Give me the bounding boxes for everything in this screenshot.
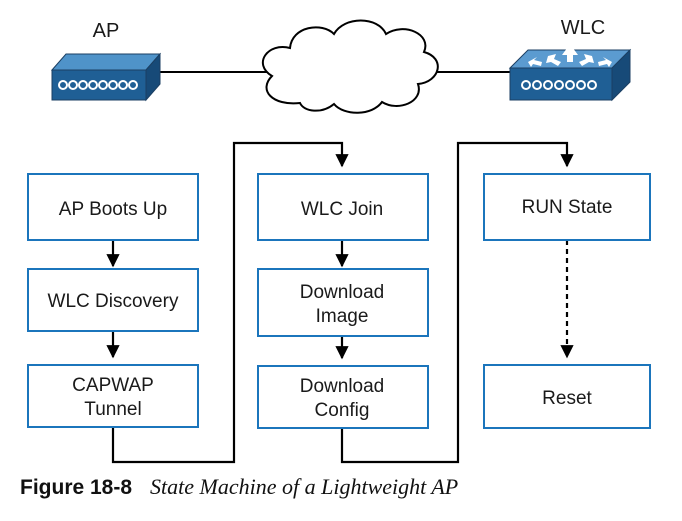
wlc-label: WLC — [561, 17, 605, 39]
state-box-download-image — [257, 268, 429, 337]
ap-label: AP — [93, 20, 120, 42]
access-point-icon — [50, 52, 162, 102]
state-box-wlc-join — [257, 173, 429, 241]
label-wlc-join: WLC Join — [301, 199, 383, 220]
label-download-image-line-2: Image — [316, 306, 369, 327]
label-run-state: RUN State — [522, 197, 613, 218]
figure-number: Figure 18-8 — [20, 476, 133, 499]
state-box-ap-boots-up — [27, 173, 199, 241]
label-reset: Reset — [542, 388, 592, 409]
label-wlc-discovery: WLC Discovery — [48, 291, 179, 312]
label-capwap-line-1: CAPWAP — [72, 375, 154, 396]
figure-title: State Machine of a Lightweight AP — [150, 474, 459, 499]
label-capwap-line-2: Tunnel — [84, 399, 141, 420]
arrow-capwap-to-join — [111, 141, 349, 464]
state-box-wlc-discovery — [27, 268, 199, 332]
state-box-download-config — [257, 365, 429, 429]
label-download-config-line-1: Download — [300, 376, 385, 397]
label-download-image-line-1: Download — [300, 282, 385, 303]
state-box-capwap-tunnel — [27, 364, 199, 428]
state-box-reset — [483, 364, 651, 429]
arrow-config-to-run — [340, 141, 574, 464]
state-box-run-state — [483, 173, 651, 241]
wireless-lan-controller-icon — [508, 44, 632, 102]
state-machine-diagram: AP WLC — [27, 17, 651, 464]
figure-caption: Figure 18-8 State Machine of a Lightweigh… — [20, 474, 458, 500]
label-download-config-line-2: Config — [315, 400, 370, 421]
label-ap-boots-up: AP Boots Up — [59, 199, 167, 220]
network-cloud-icon — [261, 19, 439, 114]
